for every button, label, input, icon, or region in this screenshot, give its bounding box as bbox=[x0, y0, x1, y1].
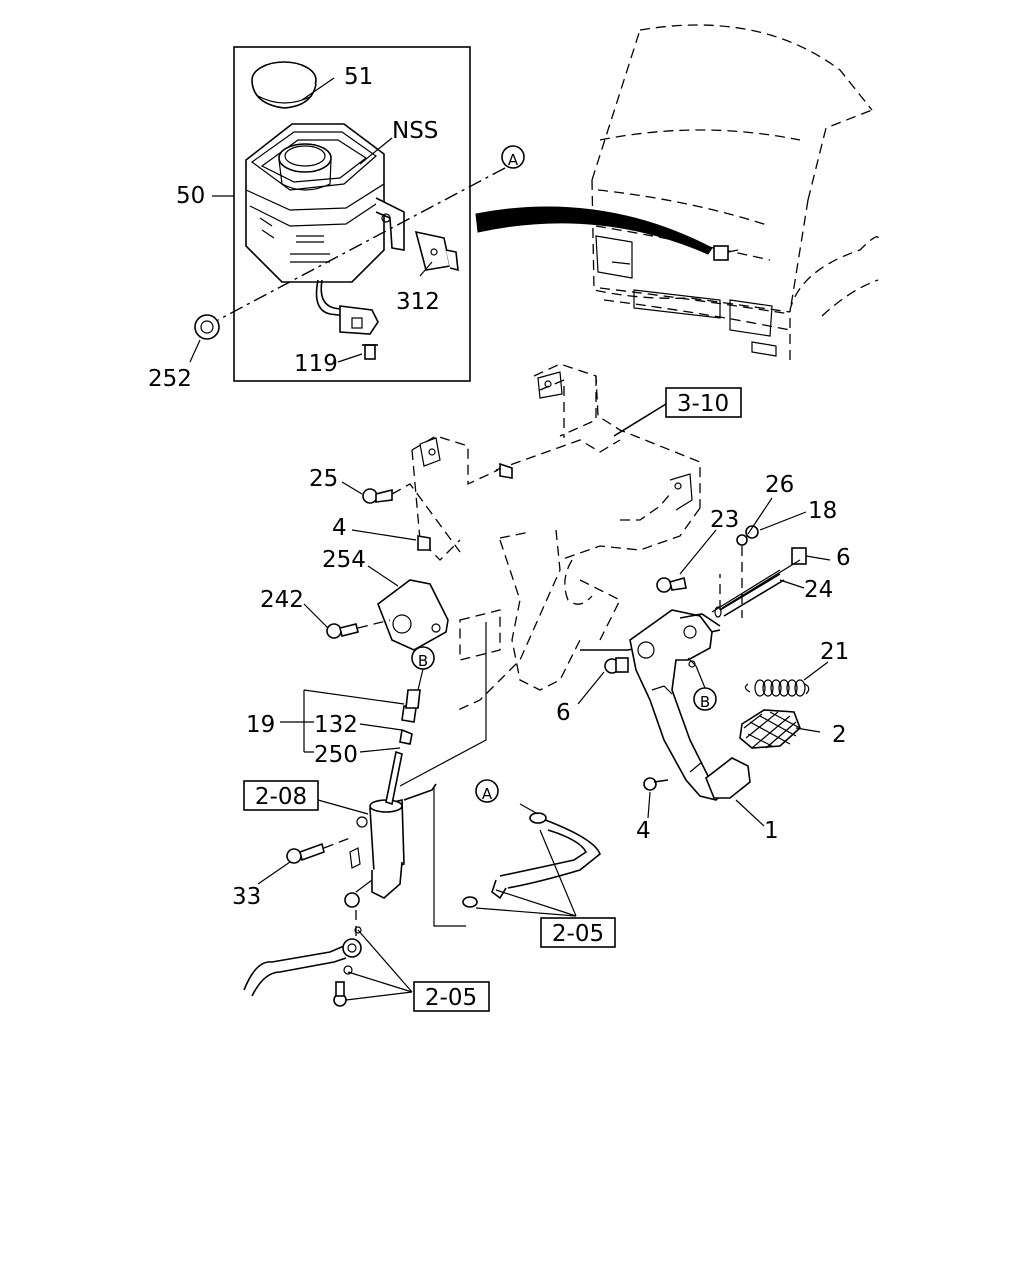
marker-a-lower: A bbox=[475, 779, 499, 803]
reference-3-10[interactable]: 3-10 bbox=[665, 387, 742, 418]
callout-250: 250 bbox=[314, 742, 358, 768]
bolt-33 bbox=[286, 842, 325, 864]
nut-252 bbox=[194, 314, 220, 340]
callout-4-lower: 4 bbox=[636, 818, 651, 844]
svg-text:2-05: 2-05 bbox=[425, 985, 477, 1011]
svg-text:2-05: 2-05 bbox=[552, 921, 604, 947]
plate-254 bbox=[377, 579, 449, 651]
callout-23: 23 bbox=[710, 507, 739, 533]
marker-b-right: B bbox=[693, 687, 717, 711]
svg-text:B: B bbox=[418, 652, 428, 670]
bracket-312 bbox=[414, 230, 459, 272]
location-arrow bbox=[475, 206, 713, 255]
leader-lines bbox=[189, 77, 831, 885]
pedal-pad-2 bbox=[739, 709, 801, 749]
svg-text:3-10: 3-10 bbox=[677, 391, 729, 417]
reference-2-05-lower[interactable]: 2-05 bbox=[413, 981, 490, 1012]
callout-252: 252 bbox=[148, 366, 192, 392]
leader-arrows-205 bbox=[345, 803, 577, 1001]
bushing-6-right bbox=[791, 547, 807, 565]
svg-text:B: B bbox=[700, 693, 710, 711]
callout-25: 25 bbox=[309, 466, 338, 492]
clutch-hose-upper bbox=[462, 812, 601, 908]
callout-51: 51 bbox=[344, 64, 373, 90]
reservoir-cap bbox=[251, 61, 317, 109]
callout-119: 119 bbox=[294, 351, 338, 377]
clutch-fluid-reservoir bbox=[245, 123, 405, 335]
callout-18: 18 bbox=[808, 498, 837, 524]
callout-6-lower: 6 bbox=[556, 700, 571, 726]
callout-19: 19 bbox=[246, 712, 275, 738]
reservoir-detail-frame bbox=[233, 46, 471, 382]
callout-4-upper: 4 bbox=[332, 515, 347, 541]
marker-a-top: A bbox=[501, 145, 525, 169]
bushing-6-lower bbox=[604, 657, 629, 674]
callout-33: 33 bbox=[232, 884, 261, 910]
return-spring-21 bbox=[744, 679, 810, 697]
bolt-4-lower bbox=[643, 777, 669, 791]
bolt-25 bbox=[362, 488, 393, 504]
bolt-242 bbox=[326, 623, 359, 639]
callout-242: 242 bbox=[260, 587, 304, 613]
callout-132: 132 bbox=[314, 712, 358, 738]
nut-26 bbox=[736, 534, 748, 546]
callout-24: 24 bbox=[804, 577, 833, 603]
callout-6-right: 6 bbox=[836, 545, 851, 571]
callout-2: 2 bbox=[832, 722, 847, 748]
svg-text:2-08: 2-08 bbox=[255, 784, 307, 810]
pedal-bracket-assembly bbox=[411, 363, 721, 711]
callout-50: 50 bbox=[176, 183, 205, 209]
clutch-hose-lower bbox=[243, 926, 362, 1007]
nut-18 bbox=[745, 525, 759, 539]
bushing-4-upper bbox=[417, 535, 431, 551]
svg-text:A: A bbox=[482, 785, 493, 803]
truck-cab-illustration bbox=[591, 24, 879, 360]
clutch-pedal-arm bbox=[629, 609, 751, 801]
callout-nss: NSS bbox=[392, 118, 438, 144]
callout-312: 312 bbox=[396, 289, 440, 315]
callout-26: 26 bbox=[765, 472, 794, 498]
master-cylinder bbox=[344, 689, 437, 908]
callout-1: 1 bbox=[764, 818, 779, 844]
callout-254: 254 bbox=[322, 547, 366, 573]
bolt-23 bbox=[656, 576, 687, 593]
marker-b-left: B bbox=[411, 646, 435, 670]
reference-2-08[interactable]: 2-08 bbox=[243, 780, 319, 811]
callout-21: 21 bbox=[820, 639, 849, 665]
svg-text:A: A bbox=[508, 151, 519, 169]
bolt-119 bbox=[362, 344, 378, 360]
reference-2-05-upper[interactable]: 2-05 bbox=[540, 917, 616, 948]
